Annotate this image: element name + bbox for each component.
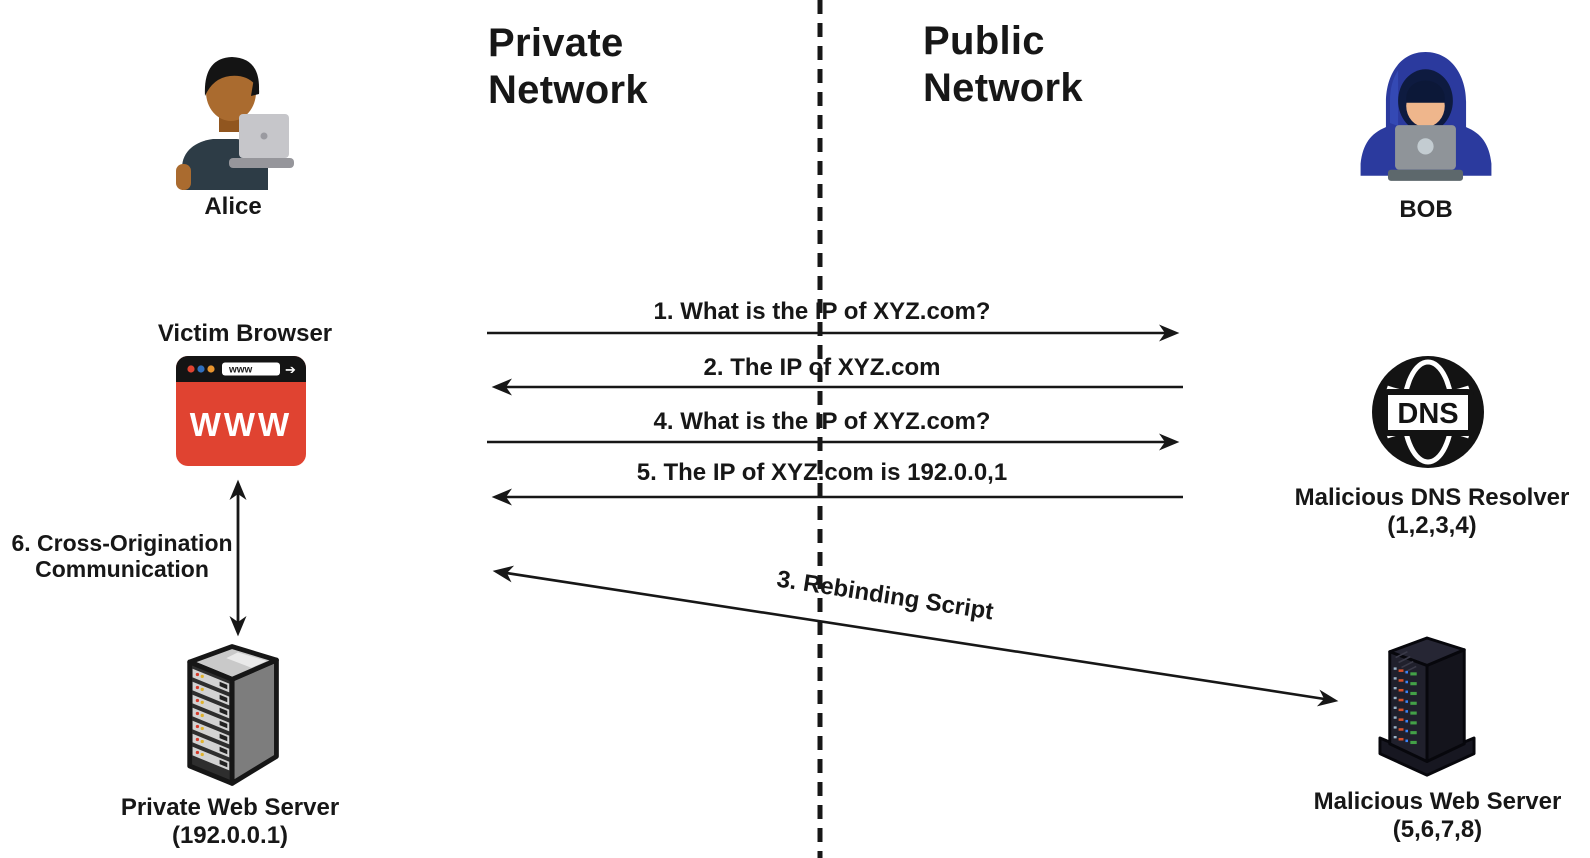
alice-label: Alice bbox=[204, 193, 262, 220]
private-network-heading: Private Network bbox=[488, 20, 648, 114]
malicious-server-label: Malicious Web Server bbox=[1313, 788, 1562, 815]
message-4-label: 4. What is the IP of XYZ.com? bbox=[653, 408, 991, 435]
cross-origin-line2: Communication bbox=[35, 556, 209, 582]
browser-dot-orange-icon bbox=[207, 365, 215, 373]
message-5-label: 5. The IP of XYZ.com is 192.0.0,1 bbox=[636, 459, 1008, 486]
cross-origin-label: 6. Cross-Origination Communication bbox=[8, 530, 236, 582]
browser-address-bar bbox=[222, 362, 280, 376]
dns-icon-text: DNS bbox=[1397, 398, 1458, 430]
private-server-label: Private Web Server bbox=[120, 794, 340, 821]
rebinding-script-arrow bbox=[492, 565, 1339, 707]
alice-avatar-icon bbox=[176, 57, 294, 190]
dns-globe-icon: DNS bbox=[1372, 356, 1484, 468]
victim-browser-label: Victim Browser bbox=[157, 320, 333, 347]
bob-label: BOB bbox=[1399, 196, 1453, 223]
browser-www-text: WWW bbox=[190, 406, 292, 443]
malicious-server-sublabel: (5,6,7,8) bbox=[1392, 816, 1483, 843]
browser-address-text: www bbox=[228, 365, 253, 376]
public-network-line2: Network bbox=[923, 66, 1083, 110]
private-network-line1: Private bbox=[488, 21, 624, 65]
cross-origin-line1: 6. Cross-Origination bbox=[11, 530, 233, 556]
dns-resolver-label: Malicious DNS Resolver bbox=[1294, 484, 1570, 511]
dns-resolver-sublabel: (1,2,3,4) bbox=[1387, 512, 1477, 539]
private-server-icon bbox=[187, 644, 279, 786]
public-network-heading: Public Network bbox=[923, 18, 1083, 112]
address-go-arrow-icon: ➔ bbox=[285, 362, 296, 377]
message-1-label: 1. What is the IP of XYZ.com? bbox=[653, 298, 991, 325]
browser-window-icon: www ➔ WWW bbox=[176, 356, 306, 466]
private-network-line2: Network bbox=[488, 68, 648, 112]
public-network-line1: Public bbox=[923, 19, 1045, 63]
private-server-sublabel: (192.0.0.1) bbox=[171, 822, 289, 849]
browser-dot-red-icon bbox=[187, 365, 195, 373]
message-2-label: 2. The IP of XYZ.com bbox=[703, 354, 941, 381]
browser-dot-blue-icon bbox=[197, 365, 205, 373]
bob-hacker-icon bbox=[1360, 52, 1492, 181]
malicious-server-icon bbox=[1378, 636, 1476, 777]
